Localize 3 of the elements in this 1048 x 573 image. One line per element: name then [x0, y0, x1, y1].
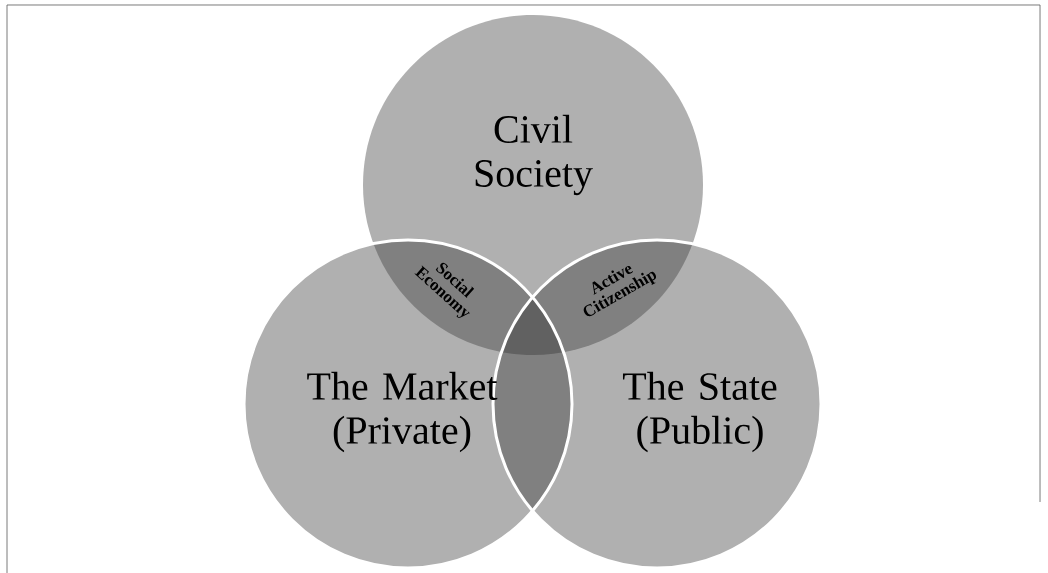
circle-label: Civil Society — [475, 114, 593, 196]
circle-label: The Market (Private) — [307, 371, 498, 453]
circle-label: The State (Public) — [623, 371, 777, 453]
